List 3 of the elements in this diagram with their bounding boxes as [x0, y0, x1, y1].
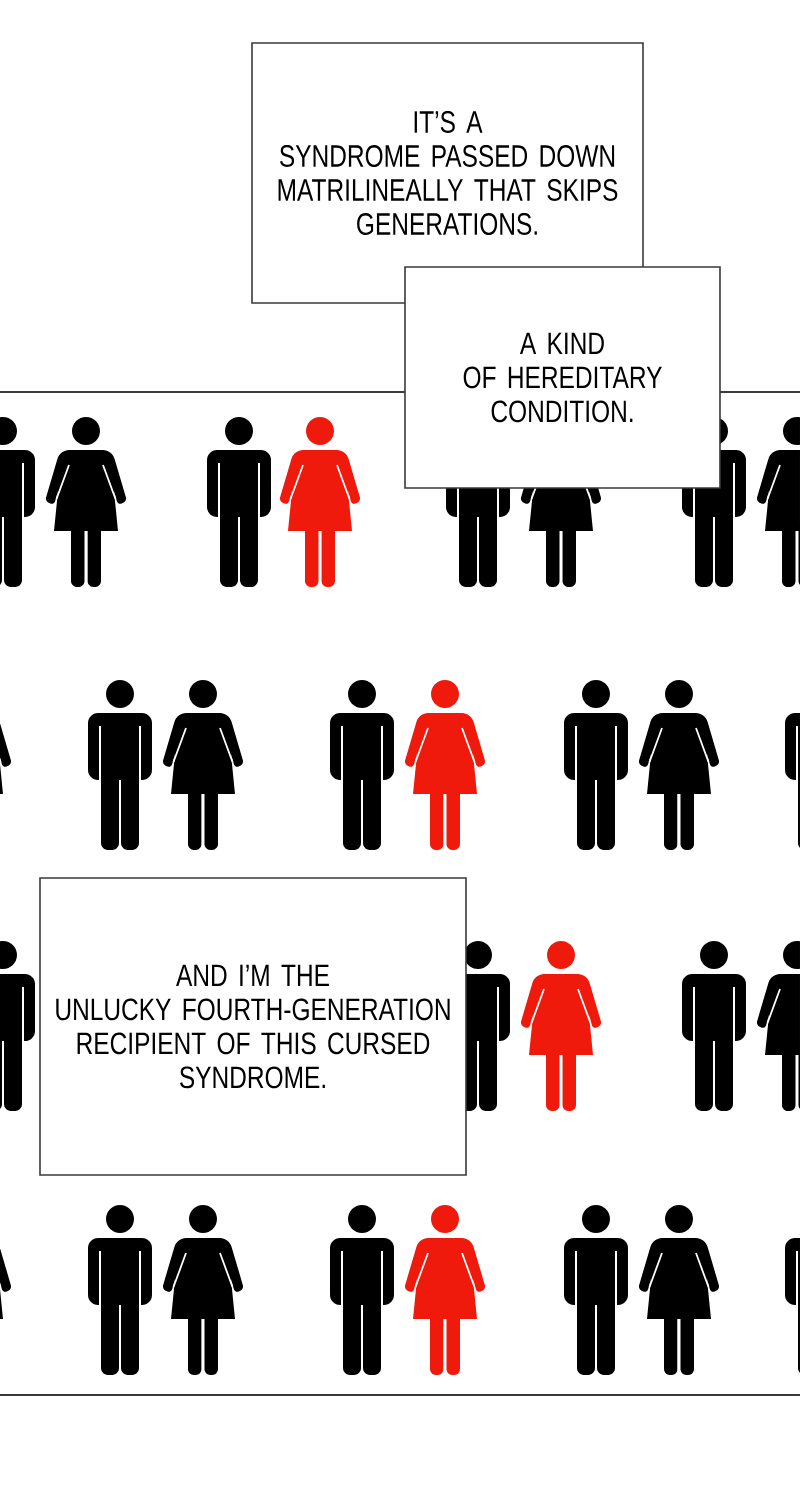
narration-box: IT’S A SYNDROME PASSED DOWN MATRILINEALLY THAT SKIPS GENERATIONS.	[251, 42, 644, 304]
narration-box: AND I’M THE UNLUCKY FOURTH-GENERATION RECIPIENT OF THIS CURSED SYNDROME.	[39, 877, 467, 1176]
narration-box: A KIND OF HEREDITARY CONDITION.	[404, 266, 721, 489]
